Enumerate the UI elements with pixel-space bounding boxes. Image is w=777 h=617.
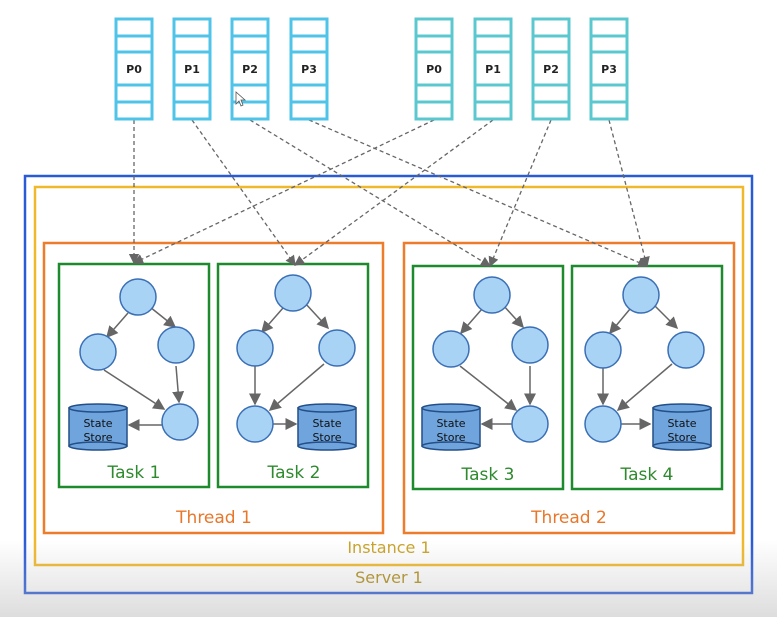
task-label: Task 3: [461, 465, 515, 485]
task-4-topology: State Store Task 4: [584, 276, 712, 485]
partition-label: P3: [601, 63, 617, 76]
partition-p0-topic2: [414, 17, 454, 121]
state-store-label: Store: [436, 431, 465, 444]
partition-p0-topic1: [114, 17, 154, 121]
partition-p2-topic2: [531, 17, 571, 121]
state-store-cylinder: [297, 403, 357, 451]
processor-node: [79, 333, 117, 371]
thread-box-1: [42, 241, 385, 535]
mouse-cursor-icon: [235, 91, 247, 107]
task-2-topology: State Store Task 2: [236, 274, 357, 483]
state-store-label: State: [667, 417, 696, 430]
thread-box-2: [402, 241, 736, 535]
state-store-label: Store: [83, 431, 112, 444]
processor-node: [318, 329, 356, 367]
state-store-label: State: [83, 417, 112, 430]
task-label: Task 1: [107, 463, 161, 483]
processor-node: [236, 405, 274, 443]
thread-label: Thread 2: [530, 508, 607, 528]
processor-node: [161, 403, 199, 441]
processor-node: [584, 331, 622, 369]
processor-node: [584, 405, 622, 443]
partition-assignment-arrows: [128, 119, 650, 268]
partition-p1-topic1: [172, 17, 212, 121]
partition-label: P2: [242, 63, 258, 76]
task-label: Task 4: [620, 465, 674, 485]
task-label: Task 2: [267, 463, 321, 483]
partition-label: P3: [301, 63, 317, 76]
server-label: Server 1: [355, 568, 423, 587]
processor-node: [622, 276, 660, 314]
processor-node: [119, 278, 157, 316]
partition-label: P1: [184, 63, 200, 76]
state-store-cylinder: [652, 403, 712, 451]
partition-p1-topic2: [473, 17, 513, 121]
task-1-topology: State Store Task 1: [68, 278, 199, 483]
processor-node: [274, 274, 312, 312]
processor-node: [473, 276, 511, 314]
instance-label: Instance 1: [347, 538, 430, 557]
partition-label: P2: [543, 63, 559, 76]
state-store-label: Store: [667, 431, 696, 444]
instance-box: [33, 185, 745, 567]
partition-p3-topic2: [589, 17, 629, 121]
state-store-label: Store: [312, 431, 341, 444]
thread-label: Thread 1: [175, 508, 252, 528]
processor-node: [511, 326, 549, 364]
partition-label: P0: [126, 63, 142, 76]
partition-label: P1: [485, 63, 501, 76]
processor-node: [432, 330, 470, 368]
task-3-topology: State Store Task 3: [421, 276, 549, 485]
state-store-cylinder: [421, 403, 481, 451]
state-store-label: State: [312, 417, 341, 430]
topic-1: [114, 17, 329, 121]
server-box: [23, 174, 754, 595]
processor-node: [511, 405, 549, 443]
partition-label: P0: [426, 63, 442, 76]
processor-node: [236, 329, 274, 367]
processor-node: [667, 331, 705, 369]
partition-p3-topic1: [289, 17, 329, 121]
state-store-cylinder: [68, 403, 128, 451]
topic-2: [414, 17, 629, 121]
processor-node: [157, 326, 195, 364]
state-store-label: State: [436, 417, 465, 430]
